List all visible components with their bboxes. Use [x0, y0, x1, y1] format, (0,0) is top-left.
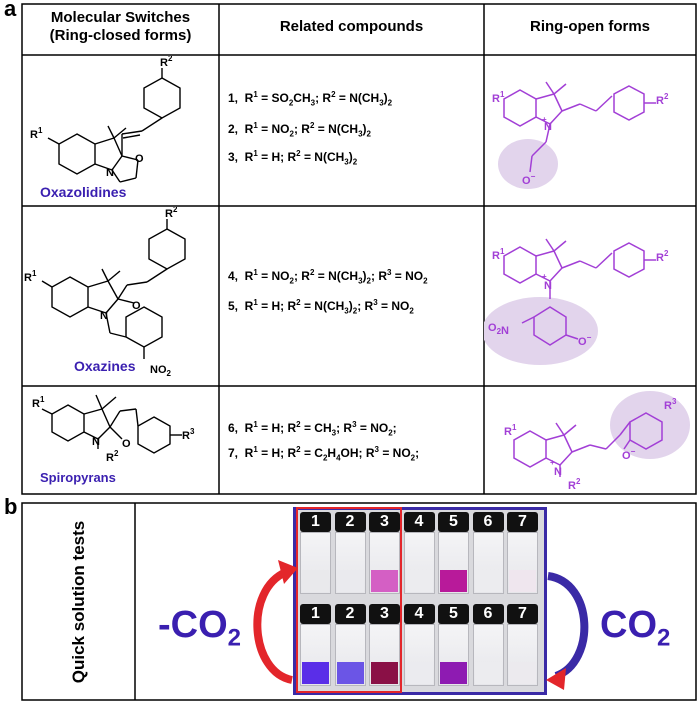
- vial-number-label: 4: [403, 512, 435, 532]
- vial-number-label: 3: [369, 512, 400, 532]
- vial-solution: [509, 570, 536, 592]
- minus-co2-label: -CO2: [158, 604, 242, 652]
- svg-text:R1: R1: [504, 423, 517, 438]
- svg-text:NO2: NO2: [150, 364, 172, 378]
- vial-solution: [405, 570, 433, 592]
- vial-solution: [302, 570, 329, 592]
- svg-text:R1: R1: [492, 90, 505, 105]
- vial-top-2: [334, 532, 366, 594]
- vial-top-4: [403, 532, 435, 594]
- vial-bottom-1: [300, 624, 331, 686]
- compound-5: 5, R1 = H; R2 = N(CH3)2; R3 = NO2: [228, 298, 414, 316]
- vial-number-label: 7: [507, 604, 538, 624]
- vial-bottom-7: [507, 624, 538, 686]
- vial-number-label: 2: [334, 512, 366, 532]
- vial-top-7: [507, 532, 538, 594]
- vial-top-5: [438, 532, 469, 594]
- compound-1: 1, R1 = SO2CH3; R2 = N(CH3)2: [228, 90, 393, 108]
- vial-number-label: 5: [438, 604, 469, 624]
- vial-bottom-5: [438, 624, 469, 686]
- oxazine-structure: R2 R1 N O NO2: [24, 207, 186, 378]
- co2-group-highlight: [296, 507, 402, 693]
- svg-text:N: N: [554, 466, 562, 478]
- vial-number-label: 4: [403, 604, 435, 624]
- svg-text:R2: R2: [165, 207, 178, 220]
- co2-label: CO2: [600, 604, 671, 652]
- svg-text:R1: R1: [492, 247, 505, 262]
- vial-number-label: 1: [300, 512, 331, 532]
- svg-text:R2: R2: [656, 249, 669, 264]
- oxazolidine-structure: R2 R1 N O: [30, 56, 181, 183]
- svg-text:+: +: [542, 272, 547, 281]
- vial-top-1: [300, 532, 331, 594]
- vial-solution: [509, 662, 536, 684]
- compound-4: 4, R1 = NO2; R2 = N(CH3)2; R3 = NO2: [228, 268, 428, 286]
- vial-solution: [440, 570, 467, 592]
- vial-solution: [474, 662, 502, 684]
- svg-text:O: O: [135, 153, 144, 165]
- svg-text:N: N: [544, 280, 552, 292]
- vial-bottom-4: [403, 624, 435, 686]
- vial-bottom-3: [369, 624, 400, 686]
- svg-text:R2: R2: [656, 92, 669, 107]
- vial-solution: [336, 570, 364, 592]
- vial-number-label: 3: [369, 604, 400, 624]
- vial-solution: [440, 662, 467, 684]
- header-ring-closed: (Ring-closed forms): [49, 27, 192, 44]
- svg-text:R2: R2: [106, 449, 119, 464]
- panel-a-label: a: [4, 0, 17, 21]
- svg-text:N: N: [100, 310, 108, 322]
- vial-number-label: 2: [334, 604, 366, 624]
- svg-text:+: +: [550, 458, 555, 467]
- class-oxazines: Oxazines: [74, 358, 136, 374]
- header-molecular-switches: Molecular Switches: [50, 9, 191, 26]
- open-form-oxazine: R1 R2 N + O2N O−: [484, 238, 669, 365]
- open-form-oxazolidine: R1 R2 N + O−: [492, 81, 669, 189]
- svg-text:O−: O−: [622, 447, 636, 462]
- svg-text:R2: R2: [568, 477, 581, 492]
- open-form-spiropyran: R1 R3 N + R2 O−: [504, 391, 690, 492]
- svg-text:R3: R3: [182, 427, 195, 442]
- vial-bottom-2: [334, 624, 366, 686]
- svg-text:+: +: [542, 115, 547, 124]
- compound-3: 3, R1 = H; R2 = N(CH3)2: [228, 149, 358, 167]
- vial-solution: [371, 570, 398, 592]
- class-spiropyrans: Spiropyrans: [40, 470, 116, 485]
- svg-text:N: N: [92, 436, 100, 448]
- svg-text:R1: R1: [30, 126, 43, 141]
- vial-number-label: 1: [300, 604, 331, 624]
- compound-7: 7, R1 = H; R2 = C2H4OH; R3 = NO2;: [228, 445, 420, 463]
- vial-top-6: [472, 532, 504, 594]
- vial-top-3: [369, 532, 400, 594]
- compound-6: 6, R1 = H; R2 = CH3; R3 = NO2;: [228, 420, 397, 438]
- vial-solution: [474, 570, 502, 592]
- svg-text:R1: R1: [24, 269, 37, 284]
- spiropyran-structure: R1 R3 N R2 O: [32, 394, 195, 464]
- header-ring-open-forms: Ring-open forms: [530, 18, 650, 35]
- svg-text:R1: R1: [32, 395, 45, 410]
- header-related-compounds: Related compounds: [279, 18, 424, 35]
- vial-number-label: 6: [472, 512, 504, 532]
- vial-solution: [336, 662, 364, 684]
- compound-2: 2, R1 = NO2; R2 = N(CH3)2: [228, 121, 371, 139]
- vial-number-label: 6: [472, 604, 504, 624]
- svg-text:N: N: [544, 121, 552, 133]
- svg-text:R2: R2: [160, 56, 173, 69]
- side-title-cell: Quick solution tests: [22, 503, 135, 700]
- panel-b-label: b: [4, 494, 18, 519]
- side-title: Quick solution tests: [68, 520, 88, 683]
- svg-text:O: O: [132, 300, 141, 312]
- vial-solution: [302, 662, 329, 684]
- svg-text:N: N: [106, 167, 114, 179]
- vial-bottom-6: [472, 624, 504, 686]
- vial-solution: [371, 662, 398, 684]
- vial-number-label: 7: [507, 512, 538, 532]
- svg-text:O2N: O2N: [488, 322, 509, 337]
- vial-solution: [405, 662, 433, 684]
- svg-text:O: O: [122, 438, 131, 450]
- vial-number-label: 5: [438, 512, 469, 532]
- class-oxazolidines: Oxazolidines: [40, 184, 127, 200]
